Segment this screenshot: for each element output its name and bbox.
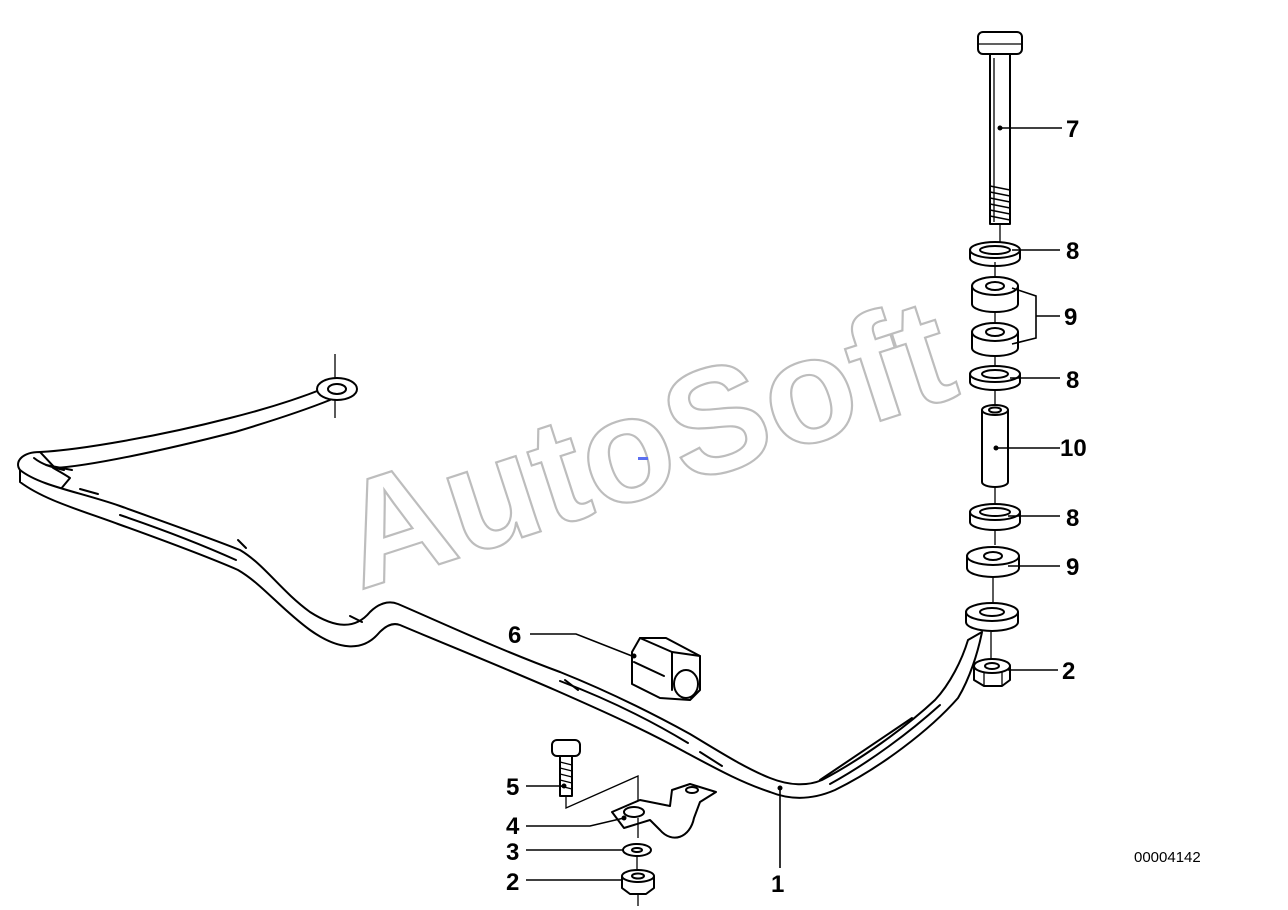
hex-nut-left [621, 869, 655, 895]
rubber-bushing-single [966, 546, 1020, 578]
bolt-long [977, 31, 1023, 225]
svg-text:AutoSoft: AutoSoft [318, 265, 972, 620]
watermark: AutoSoft [317, 264, 973, 622]
bolt-short [551, 739, 581, 797]
callout-8-top: 8 [1066, 238, 1079, 265]
callout-2-left: 2 [506, 869, 519, 896]
washer-cup-lower [969, 503, 1021, 531]
callout-8-middle: 8 [1066, 367, 1079, 394]
callout-2-right: 2 [1062, 658, 1075, 685]
washer-cup-top [969, 241, 1021, 267]
spacer-sleeve [981, 404, 1009, 488]
callout-3: 3 [506, 839, 519, 866]
callout-4: 4 [506, 813, 520, 840]
callout-9-pair: 9 [1064, 304, 1077, 331]
callout-9-single: 9 [1066, 554, 1079, 581]
marker-dash [638, 457, 648, 460]
mounting-bracket [611, 783, 717, 839]
callout-labels: 7 8 9 8 10 8 9 2 6 5 4 3 2 1 [506, 116, 1087, 898]
callout-5: 5 [506, 774, 519, 801]
callout-8-lower: 8 [1066, 505, 1079, 532]
callout-6: 6 [508, 622, 521, 649]
flat-washer [622, 843, 652, 857]
callout-1: 1 [771, 871, 784, 898]
stabilizer-bar [17, 354, 983, 799]
hex-nut-right [973, 658, 1011, 687]
rubber-mount [631, 637, 701, 701]
callout-10: 10 [1060, 435, 1087, 462]
rubber-bushing-upper [971, 276, 1019, 313]
callout-7: 7 [1066, 116, 1079, 143]
bar-end-eye [965, 602, 1019, 632]
reference-number: 00004142 [1134, 849, 1201, 866]
washer-cup-middle [969, 365, 1021, 391]
rubber-bushing-lower [971, 322, 1019, 357]
leader-lines [526, 127, 1062, 881]
